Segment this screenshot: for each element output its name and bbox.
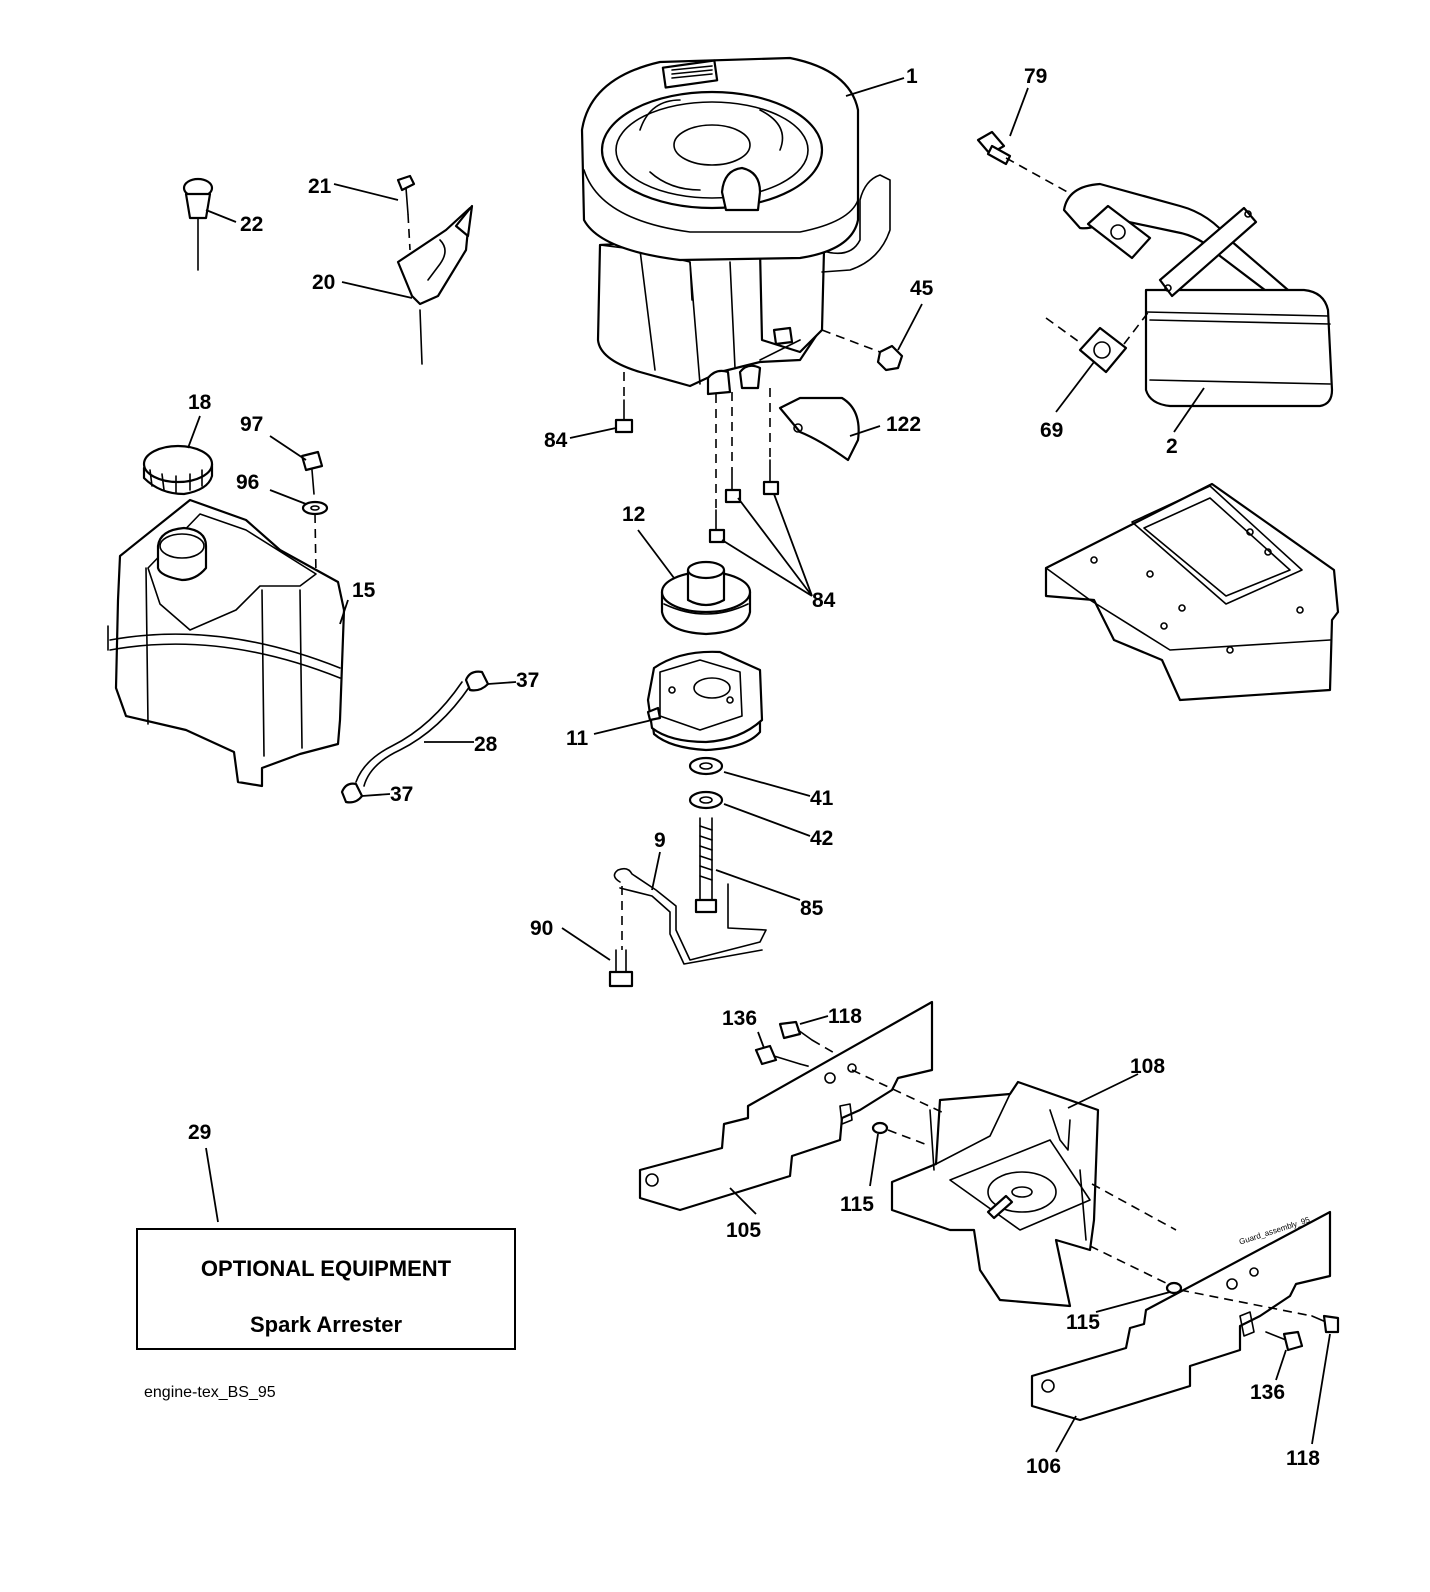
callout-118-left: 118 bbox=[828, 1005, 862, 1028]
throttle-bracket-part-20 bbox=[396, 174, 474, 365]
bolt-part-84-left bbox=[614, 372, 634, 434]
bolt-part-84-group bbox=[708, 388, 780, 544]
nut-part-45 bbox=[821, 329, 904, 372]
leader-lines bbox=[187, 77, 1331, 1453]
exhaust-bolt-part-79 bbox=[976, 130, 1101, 211]
washer-part-41 bbox=[688, 756, 724, 776]
callout-2: 2 bbox=[1166, 435, 1178, 458]
bolt-part-85 bbox=[694, 817, 718, 914]
gasket-part-69 bbox=[1045, 309, 1151, 374]
washer-part-115-right bbox=[1089, 1183, 1183, 1295]
callout-22: 22 bbox=[240, 213, 264, 236]
callout-115-left: 115 bbox=[840, 1193, 874, 1216]
fuel-tank-part-15 bbox=[107, 498, 346, 788]
fuel-line-part-28 bbox=[355, 681, 471, 787]
callout-41: 41 bbox=[810, 787, 834, 810]
bolt-part-118-left bbox=[778, 1020, 851, 1063]
bolt-part-118-right bbox=[1179, 1289, 1340, 1334]
callout-136-left: 136 bbox=[722, 1007, 758, 1030]
callout-84-group: 84 bbox=[812, 589, 836, 612]
bolt-part-136-left bbox=[754, 1044, 831, 1073]
callout-45: 45 bbox=[910, 277, 934, 300]
muffler-part-2 bbox=[1062, 182, 1334, 408]
pulley-part-12 bbox=[660, 560, 752, 636]
bolt-part-136-right bbox=[1265, 1330, 1304, 1352]
clutch-part-11 bbox=[646, 650, 764, 752]
callout-28: 28 bbox=[474, 733, 498, 756]
callout-118-right: 118 bbox=[1286, 1447, 1320, 1470]
callout-11: 11 bbox=[566, 727, 589, 750]
bolt-part-90 bbox=[608, 949, 634, 988]
guard-plate-part-106 bbox=[1030, 1210, 1332, 1422]
plug-part-22 bbox=[182, 177, 214, 271]
callout-69: 69 bbox=[1040, 419, 1064, 442]
callout-79: 79 bbox=[1024, 65, 1048, 88]
callout-115-right: 115 bbox=[1066, 1311, 1100, 1334]
callout-1: 1 bbox=[906, 65, 918, 88]
optional-equipment-title: OPTIONAL EQUIPMENT bbox=[200, 1256, 452, 1281]
callout-18: 18 bbox=[188, 391, 212, 414]
callout-90: 90 bbox=[530, 917, 554, 940]
callout-84-left: 84 bbox=[544, 429, 568, 452]
engine-part-1 bbox=[580, 56, 891, 396]
screw-part-97 bbox=[300, 450, 324, 495]
engine-frame bbox=[1044, 482, 1340, 702]
callout-20: 20 bbox=[312, 271, 336, 294]
fuel-cap-part-18 bbox=[142, 444, 214, 496]
diagram-code: engine-tex_BS_95 bbox=[144, 1384, 276, 1401]
callout-85: 85 bbox=[800, 897, 824, 920]
callout-29: 29 bbox=[188, 1121, 212, 1144]
cover-part-108 bbox=[890, 1080, 1100, 1308]
callout-37-top: 37 bbox=[516, 669, 540, 692]
callout-108: 108 bbox=[1130, 1055, 1166, 1078]
callout-122: 122 bbox=[886, 413, 922, 436]
rod-part-9 bbox=[613, 867, 767, 965]
callout-106: 106 bbox=[1026, 1455, 1062, 1478]
callout-12: 12 bbox=[622, 503, 646, 526]
callout-37-bottom: 37 bbox=[390, 783, 414, 806]
callout-96: 96 bbox=[236, 471, 260, 494]
washer-part-42 bbox=[688, 790, 724, 810]
callout-42: 42 bbox=[810, 827, 834, 850]
deflector-part-122 bbox=[778, 396, 860, 462]
washer-part-115-left bbox=[851, 1069, 947, 1147]
clamp-part-37-bottom bbox=[340, 782, 364, 804]
callout-9: 9 bbox=[654, 829, 666, 852]
guard-plate-part-105 bbox=[638, 1000, 934, 1212]
callout-97: 97 bbox=[240, 413, 264, 436]
clamp-part-37-top bbox=[464, 670, 490, 692]
callout-15: 15 bbox=[352, 579, 376, 602]
callout-136-right: 136 bbox=[1250, 1381, 1286, 1404]
callout-21: 21 bbox=[308, 175, 332, 198]
callout-105: 105 bbox=[726, 1219, 762, 1242]
spark-arrester-label: Spark Arrester bbox=[249, 1312, 403, 1337]
optional-equipment-box: OPTIONAL EQUIPMENT Spark Arrester bbox=[136, 1228, 516, 1350]
